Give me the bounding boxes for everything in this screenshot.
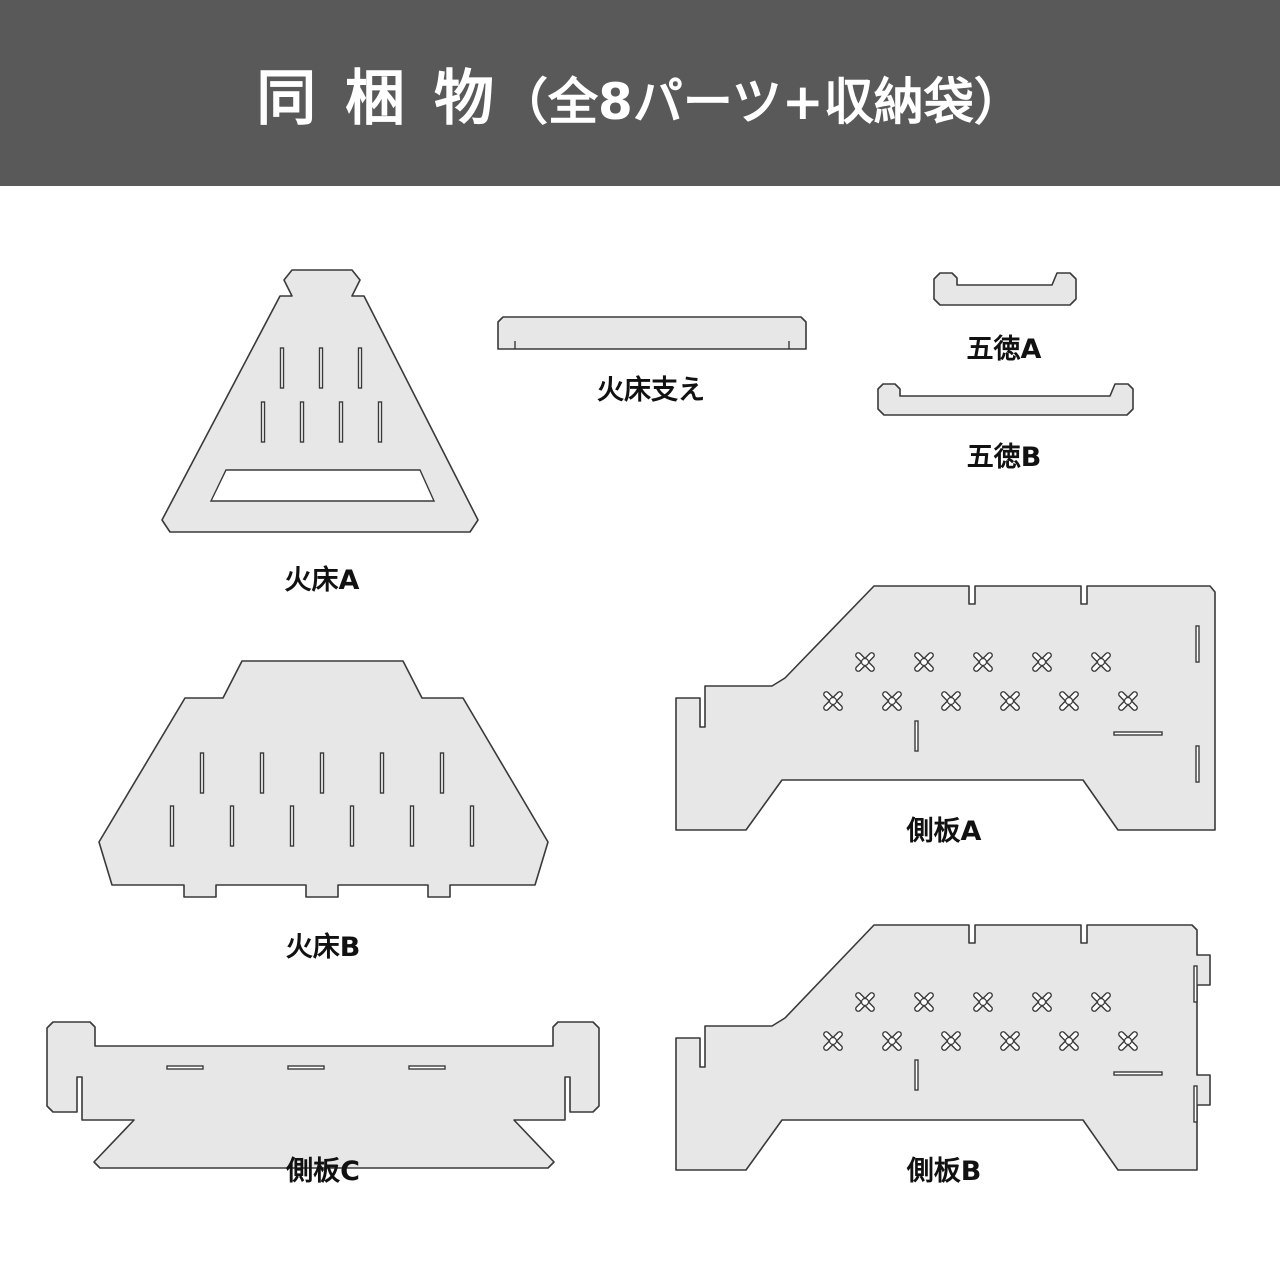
cross-vent [855, 992, 875, 1012]
part-gotoku-b-shape [877, 383, 1134, 416]
slot [299, 401, 305, 443]
title-main: 同 梱 物 [256, 63, 499, 134]
part-hidoko-a-shape [161, 269, 479, 533]
title-sub: （全8パーツ+収納袋） [498, 72, 1024, 131]
slot [199, 752, 205, 794]
cross-vent [1118, 691, 1138, 711]
label-gotoku-b: 五徳B [966, 442, 1042, 473]
label-hidoko-sasae: 火床支え [597, 375, 705, 406]
label-hidoko-b: 火床B [285, 932, 361, 963]
cross-vent [941, 1031, 961, 1051]
cross-vent [1091, 992, 1111, 1012]
cross-vent [882, 1031, 902, 1051]
cross-vent [914, 992, 934, 1012]
label-sokuban-a: 側板A [906, 816, 982, 847]
slot [357, 347, 363, 389]
cross-vent [823, 691, 843, 711]
header-banner: 同 梱 物（全8パーツ+収納袋） [0, 0, 1280, 186]
slot [259, 752, 265, 794]
slot [439, 752, 445, 794]
label-sokuban-b: 側板B [906, 1156, 982, 1187]
cross-vent [1059, 691, 1079, 711]
cross-vent [1000, 691, 1020, 711]
cross-vent [1091, 652, 1111, 672]
slot [379, 752, 385, 794]
part-sokuban-a-shape [675, 585, 1216, 831]
slot [260, 401, 266, 443]
cross-vent [855, 652, 875, 672]
hidoko-a-slots [260, 347, 383, 443]
cross-vent [1032, 992, 1052, 1012]
slot [409, 805, 415, 847]
page-title: 同 梱 物（全8パーツ+収納袋） [256, 50, 1023, 137]
hidoko-b-slots [169, 752, 475, 847]
cross-vent [1118, 1031, 1138, 1051]
part-gotoku-a-shape [933, 272, 1077, 306]
slot [229, 805, 235, 847]
slot [279, 347, 285, 389]
label-hidoko-a: 火床A [284, 565, 360, 596]
part-sokuban-c-shape [46, 1021, 600, 1169]
cross-vent [973, 992, 993, 1012]
cross-vent [1032, 652, 1052, 672]
cross-vent [941, 691, 961, 711]
slot [377, 401, 383, 443]
cross-vent [1059, 1031, 1079, 1051]
part-hidoko-sasae-shape [497, 316, 807, 350]
slot [169, 805, 175, 847]
slot [349, 805, 355, 847]
slot [338, 401, 344, 443]
label-gotoku-a: 五徳A [966, 334, 1042, 365]
cross-vent [914, 652, 934, 672]
part-hidoko-b-shape [98, 660, 549, 898]
cross-vent [823, 1031, 843, 1051]
cross-vent [882, 691, 902, 711]
cross-vent [1000, 1031, 1020, 1051]
slot [319, 752, 325, 794]
label-sokuban-c: 側板C [286, 1156, 360, 1187]
slot [318, 347, 324, 389]
sokuban-b-cross-vents [823, 992, 1138, 1051]
slot [289, 805, 295, 847]
sokuban-a-cross-vents [823, 652, 1138, 711]
cross-vent [973, 652, 993, 672]
part-sokuban-b-shape [675, 924, 1211, 1171]
slot [469, 805, 475, 847]
